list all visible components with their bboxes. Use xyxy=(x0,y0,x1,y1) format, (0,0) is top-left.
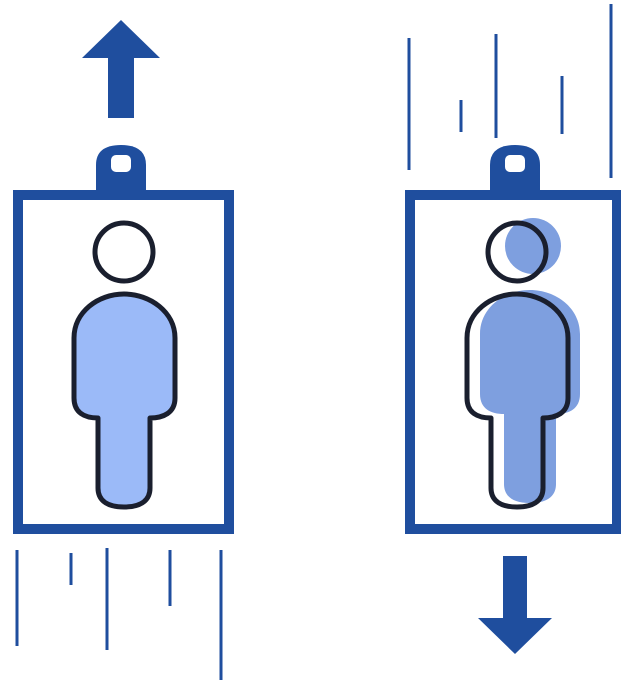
elevator-up xyxy=(17,20,229,680)
arrow-down-icon xyxy=(478,556,552,654)
elevator-hanger xyxy=(490,145,540,192)
elevator-hanger xyxy=(96,145,146,192)
speed-lines-icon xyxy=(17,548,221,680)
elevator-down xyxy=(409,4,617,654)
arrow-up-icon xyxy=(82,20,160,118)
